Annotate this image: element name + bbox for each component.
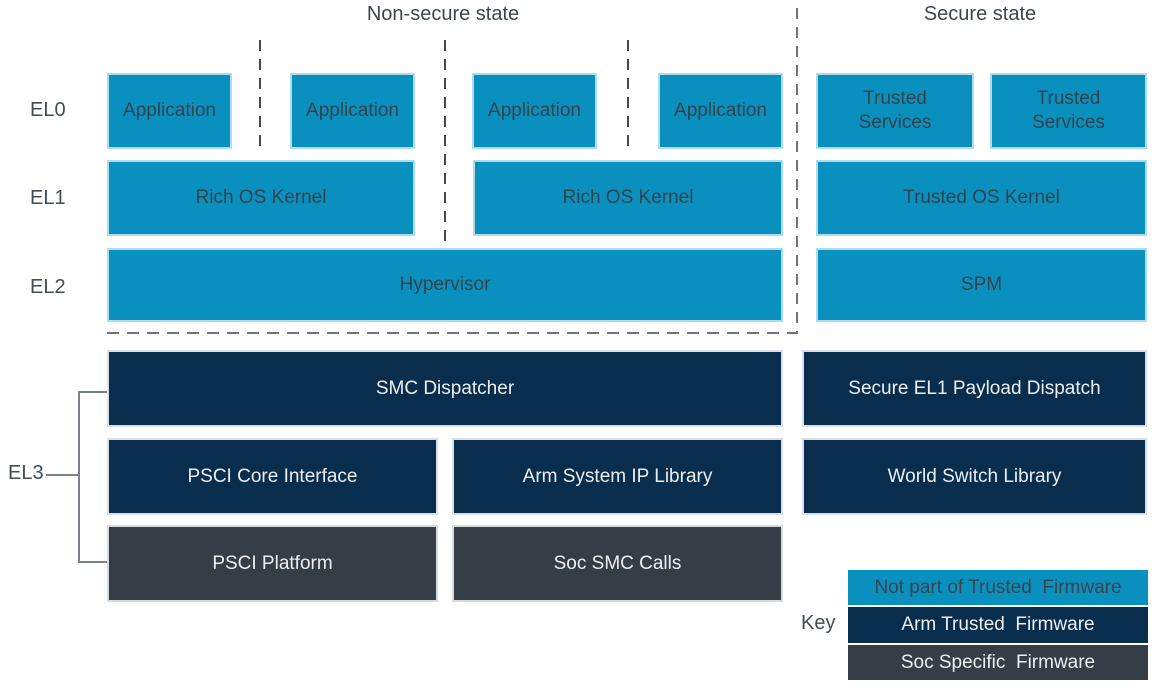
box-trusted-os-kernel: Trusted OS Kernel (816, 160, 1147, 236)
box-trusted-services-1: Trusted Services (816, 73, 974, 149)
el1-label: EL1 (30, 187, 66, 209)
el3-boundary-horizontal-dashed-line (107, 332, 798, 334)
el2-label: EL2 (30, 276, 66, 298)
box-smc-dispatcher: SMC Dispatcher (107, 350, 783, 427)
non-secure-state-label: Non-secure state (366, 3, 520, 25)
el0-label: EL0 (30, 99, 66, 121)
box-soc-smc-calls: Soc SMC Calls (452, 525, 783, 602)
secure-state-label: Secure state (923, 3, 1037, 25)
box-application-3: Application (472, 73, 597, 149)
key-item-not-part-of-trusted-firmware: Not part of Trusted Firmware (848, 570, 1148, 605)
el3-bracket-label-line (46, 474, 78, 476)
key-item-soc-specific-firmware: Soc Specific Firmware (848, 645, 1148, 680)
box-psci-platform: PSCI Platform (107, 525, 438, 602)
box-hypervisor: Hypervisor (107, 248, 783, 322)
box-psci-core-interface: PSCI Core Interface (107, 438, 438, 515)
box-trusted-services-2: Trusted Services (990, 73, 1147, 149)
app-separator-dashed-line-2 (444, 40, 446, 247)
key-label: Key (801, 612, 836, 634)
box-application-4: Application (658, 73, 783, 149)
box-world-switch-library: World Switch Library (802, 438, 1147, 515)
box-application-1: Application (107, 73, 232, 149)
el3-bracket-vertical-line (78, 391, 80, 563)
box-application-2: Application (290, 73, 415, 149)
box-secure-el1-payload-dispatch: Secure EL1 Payload Dispatch (802, 350, 1147, 427)
el3-label: EL3 (8, 462, 44, 484)
key-item-arm-trusted-firmware: Arm Trusted Firmware (848, 607, 1148, 643)
app-separator-dashed-line-1 (259, 40, 261, 150)
box-rich-os-kernel-1: Rich OS Kernel (107, 160, 415, 236)
box-arm-system-ip-library: Arm System IP Library (452, 438, 783, 515)
box-rich-os-kernel-2: Rich OS Kernel (473, 160, 783, 236)
app-separator-dashed-line-3 (627, 40, 629, 150)
el3-bracket-bottom-stub (78, 561, 107, 563)
box-spm: SPM (816, 248, 1147, 322)
el3-bracket-top-stub (78, 391, 107, 393)
secure-boundary-vertical-dashed-line (796, 8, 798, 334)
